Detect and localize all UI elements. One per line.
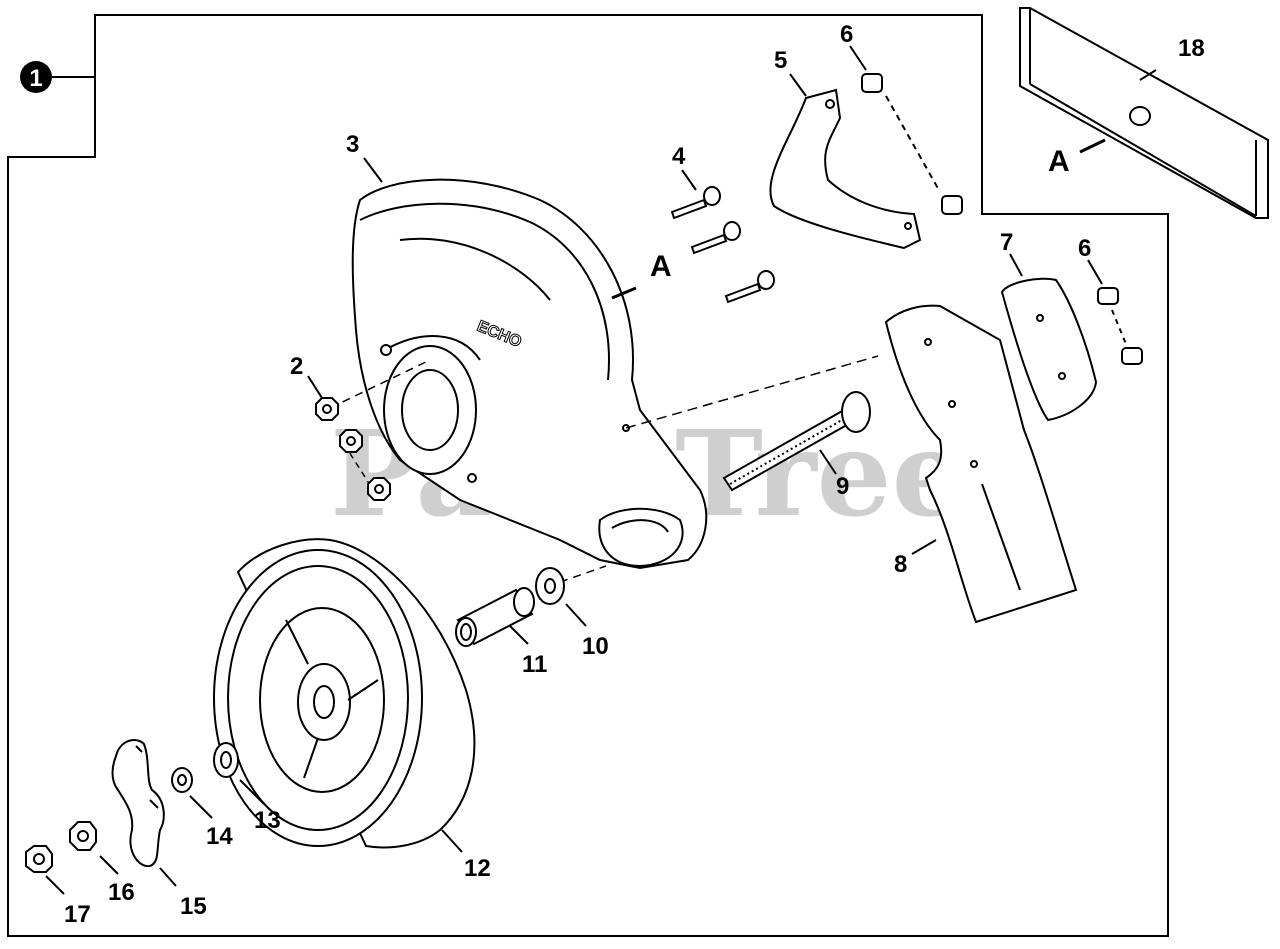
callout-11: 11 — [522, 651, 547, 678]
section-ref-upper: A — [1048, 145, 1070, 178]
part-17-nut — [25, 845, 53, 873]
leader-lines — [45, 45, 1157, 895]
callout-9: 9 — [836, 473, 849, 500]
callout-15: 15 — [180, 893, 207, 920]
part-15-wing-knob — [111, 739, 165, 868]
part-11-sleeve — [455, 587, 535, 647]
part-6-screws-upper — [861, 73, 963, 215]
part-2-nuts — [315, 397, 391, 501]
assembly-marker-label: 1 — [29, 65, 42, 92]
part-13-washer — [213, 742, 239, 778]
callout-13: 13 — [254, 807, 281, 834]
alignment-line-nuts — [329, 359, 431, 409]
alignment-line-nuts-2 — [343, 443, 373, 489]
callout-7: 7 — [1000, 229, 1013, 256]
callout-8: 8 — [894, 551, 907, 578]
part-18-plate — [1019, 7, 1269, 219]
callout-4: 4 — [672, 143, 686, 170]
part-14-lock-washer — [171, 767, 193, 793]
part-6-screws-right — [1097, 287, 1143, 365]
alignment-line-bolt — [625, 355, 879, 429]
callout-3: 3 — [346, 131, 359, 158]
part-8-bracket — [884, 304, 1078, 624]
callout-6-upper: 6 — [840, 21, 853, 48]
callout-14: 14 — [206, 823, 233, 850]
callout-17: 17 — [64, 901, 91, 928]
part-10-washer — [535, 567, 565, 605]
callout-6-right: 6 — [1078, 235, 1091, 262]
part-3-guard-cover — [351, 178, 708, 570]
part-7-plate — [1000, 277, 1098, 422]
part-12-wheel — [213, 538, 476, 849]
part-16-nut — [69, 821, 97, 851]
part-5-bracket — [769, 88, 922, 250]
callout-12: 12 — [464, 855, 491, 882]
assembly-boundary — [7, 14, 1169, 937]
callout-10: 10 — [582, 633, 609, 660]
callout-2: 2 — [290, 353, 303, 380]
callout-18: 18 — [1178, 35, 1205, 62]
part-9-bolt — [722, 391, 871, 492]
section-arrow-upper — [1079, 138, 1106, 154]
alignment-line-washer — [559, 565, 607, 583]
section-arrow-lower — [611, 286, 637, 300]
part-4-screws — [670, 186, 775, 304]
callout-5: 5 — [774, 47, 787, 74]
callout-16: 16 — [108, 879, 135, 906]
section-ref-lower: A — [650, 250, 672, 283]
assembly-marker: 1 — [20, 61, 95, 93]
